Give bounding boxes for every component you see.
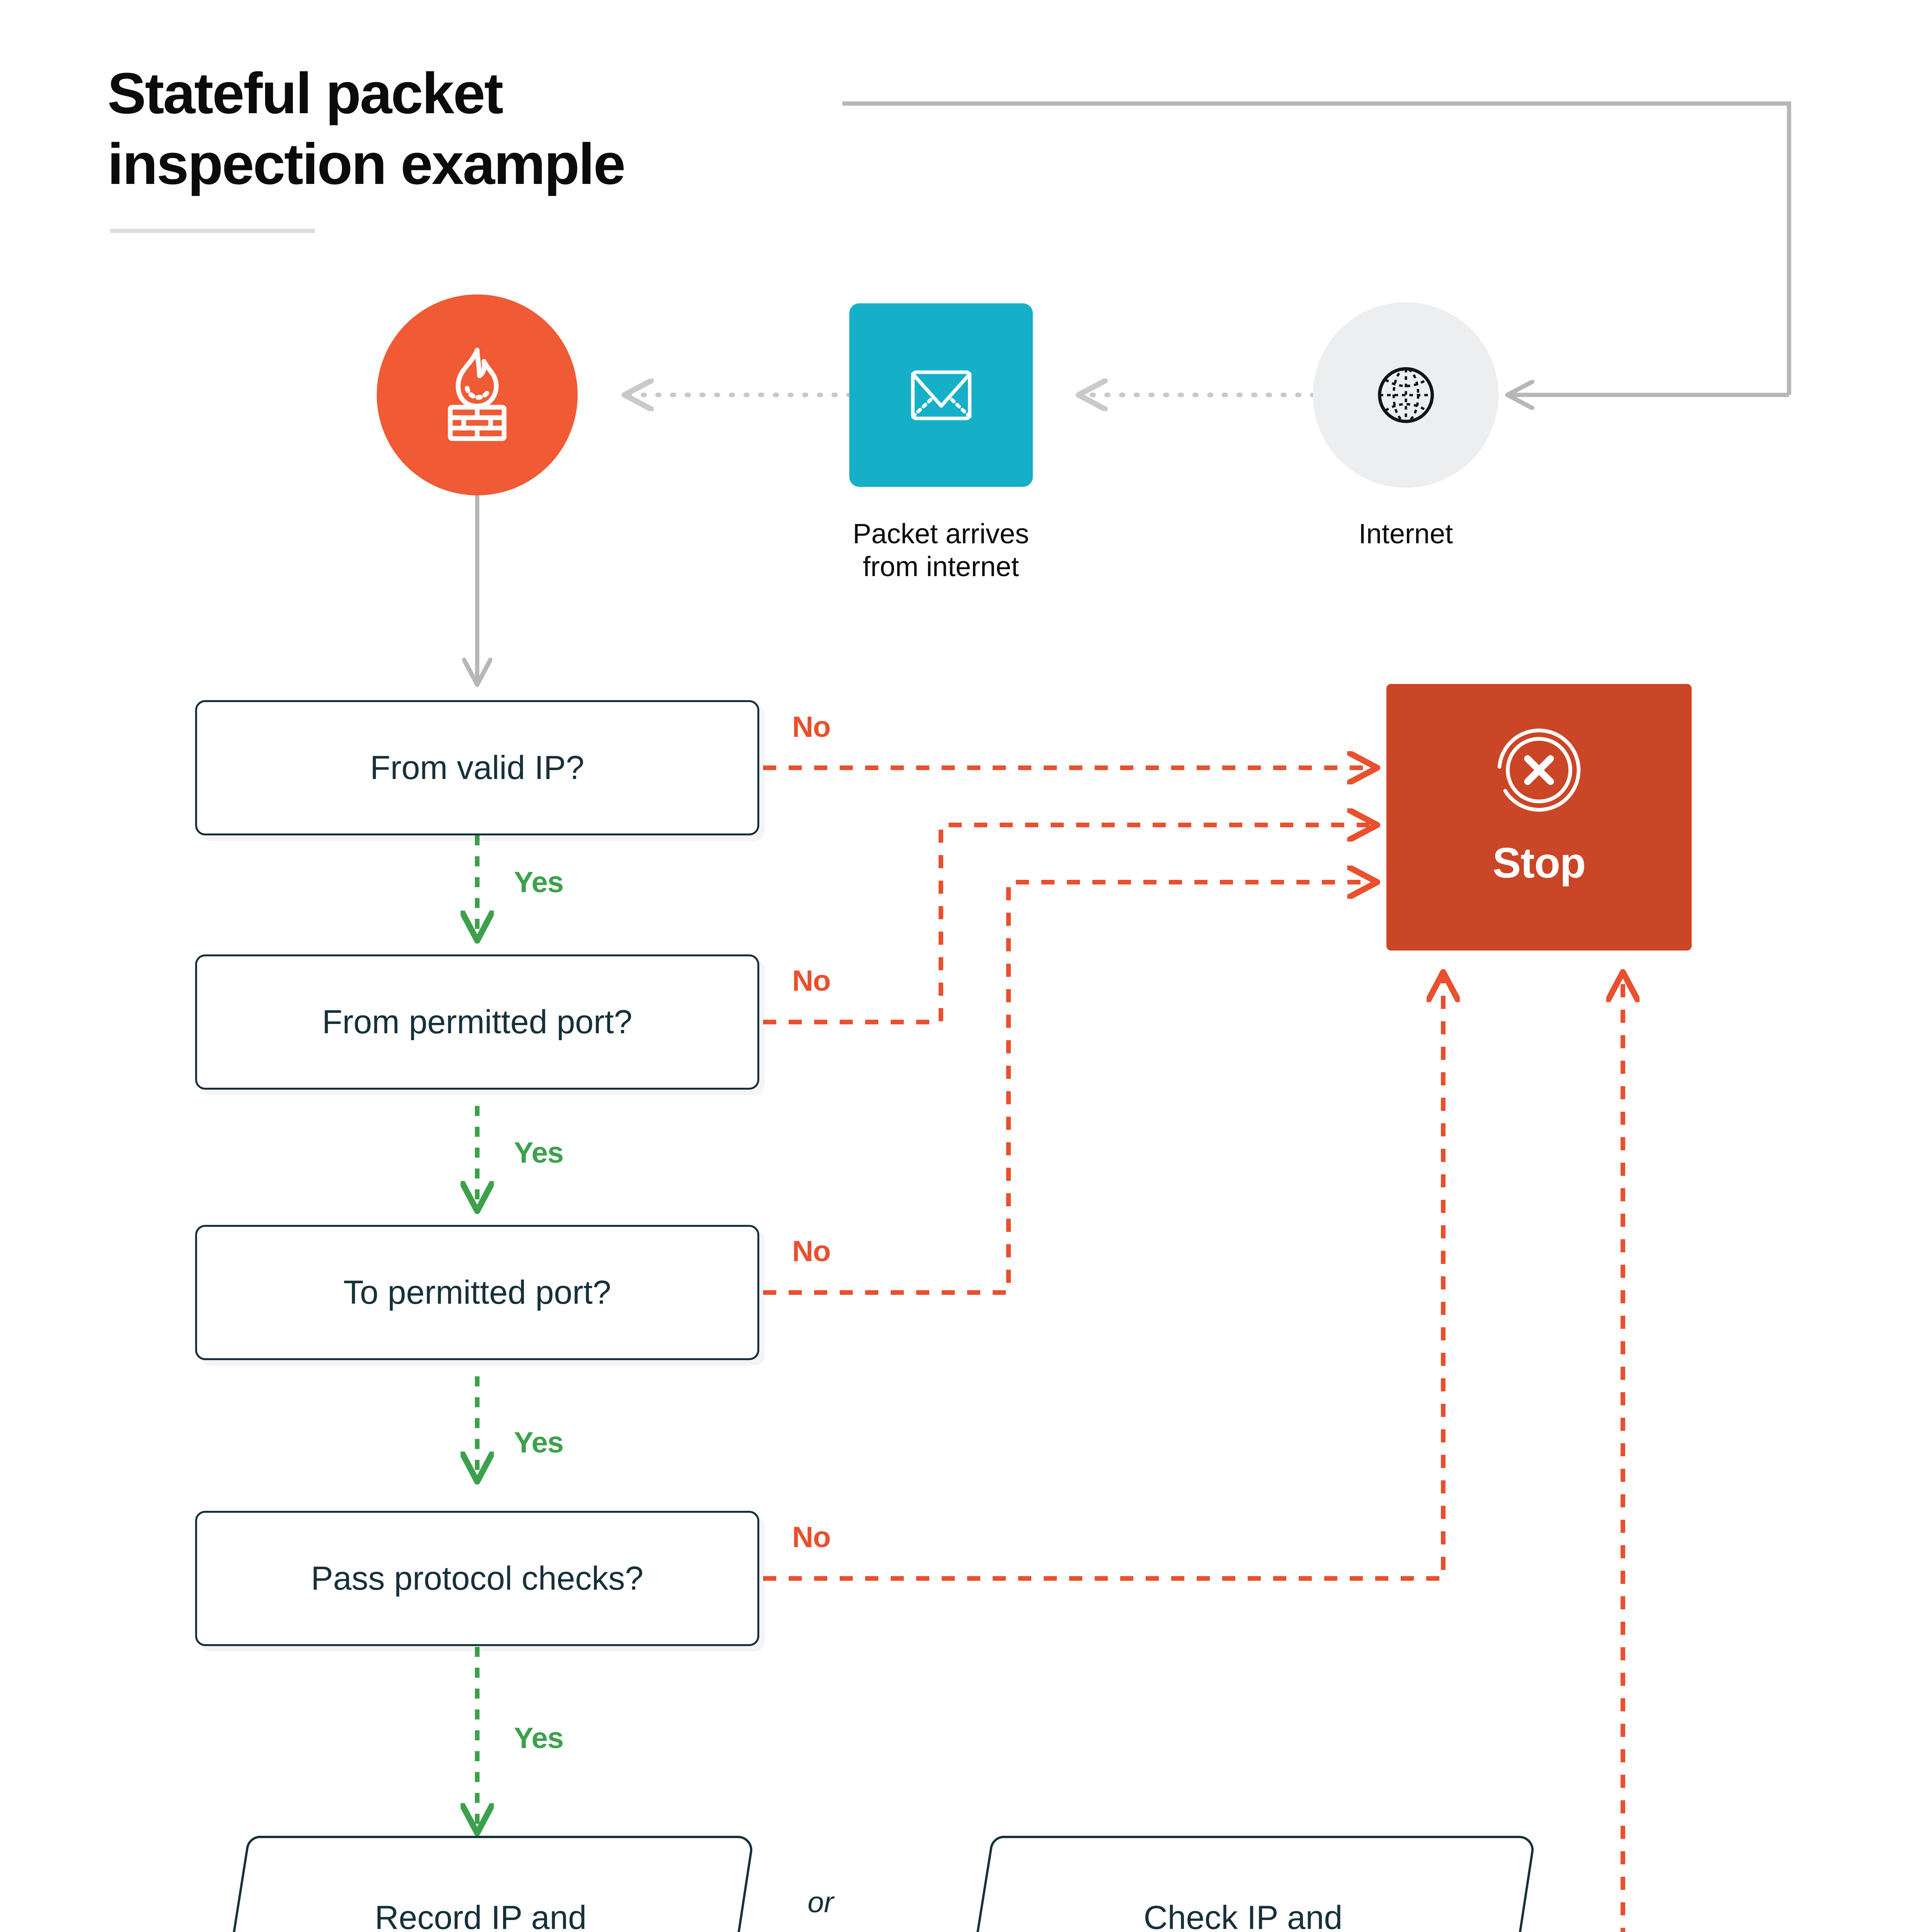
decision-label: From permitted port? — [322, 1003, 633, 1041]
envelope-icon — [911, 370, 971, 420]
packet-arrives-tile — [849, 303, 1033, 487]
stop-node[interactable]: Stop — [1386, 684, 1692, 951]
blocked-x-icon — [1487, 718, 1591, 824]
edge-label-yes-2: Yes — [514, 1136, 564, 1169]
decision-label: To permitted port? — [343, 1274, 611, 1311]
decision-label: From valid IP? — [370, 749, 585, 786]
decision-box-valid-ip[interactable]: From valid IP? — [195, 700, 759, 835]
firewall-node — [377, 294, 578, 495]
process-label: Record IP and SYN/ACK data in connection… — [374, 1899, 587, 1932]
process-check-ip[interactable]: Check IP and SYN/ACK against data in con… — [954, 1837, 1532, 1932]
edge-label-yes-1: Yes — [514, 866, 564, 899]
decision-label: Pass protocol checks? — [311, 1560, 644, 1597]
edge-label-no-3: No — [792, 1235, 831, 1268]
edge-label-yes-4: Yes — [514, 1722, 564, 1755]
edge-label-yes-3: Yes — [514, 1426, 564, 1459]
decision-box-pass-protocol-checks[interactable]: Pass protocol checks? — [195, 1511, 759, 1646]
decision-box-from-permitted-port[interactable]: From permitted port? — [195, 954, 759, 1090]
internet-node — [1313, 302, 1498, 488]
packet-arrives-caption: Packet arrives from internet — [852, 519, 1029, 582]
process-label: Check IP and SYN/ACK against data in con… — [1143, 1899, 1343, 1932]
title-underline-rule — [110, 229, 315, 233]
globe-icon — [1378, 367, 1434, 423]
edge-label-no-1: No — [792, 711, 831, 743]
firewall-flame-icon — [448, 347, 507, 441]
stop-label: Stop — [1492, 839, 1586, 887]
process-record-ip[interactable]: Record IP and SYN/ACK data in connection… — [210, 1837, 751, 1932]
edge-label-or: or — [808, 1886, 834, 1919]
internet-caption: Internet — [1358, 519, 1453, 549]
edge-label-no-4: No — [792, 1521, 831, 1554]
edge-label-no-2: No — [792, 964, 831, 997]
page-title: Stateful packet inspection example — [107, 61, 626, 196]
decision-box-to-permitted-port[interactable]: To permitted port? — [195, 1225, 759, 1360]
